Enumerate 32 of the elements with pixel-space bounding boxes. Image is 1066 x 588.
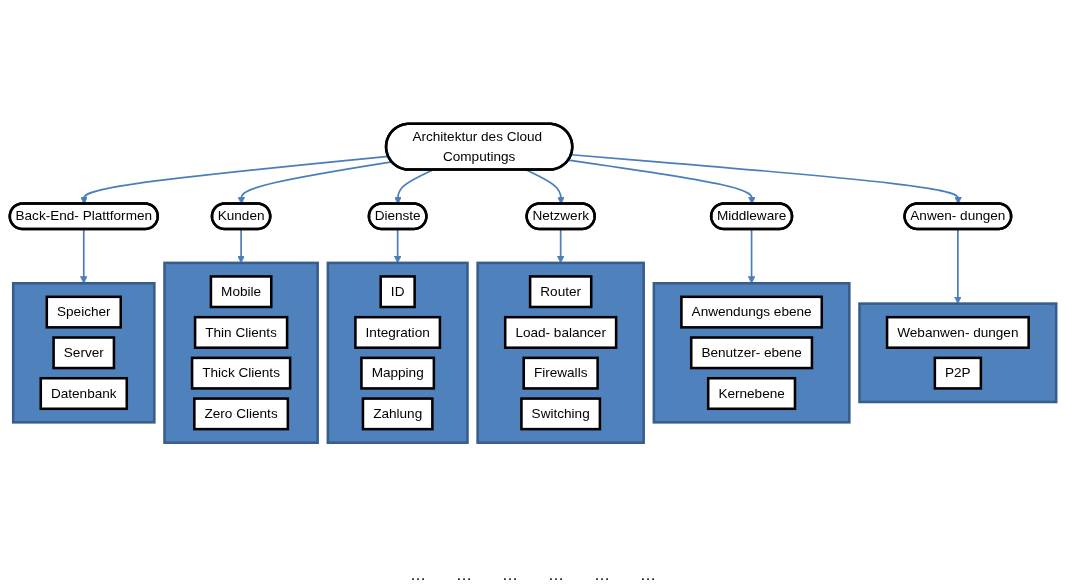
cluster — [652, 281, 851, 424]
node-box: Zahlung — [361, 397, 434, 431]
ellipsis-mark: … — [502, 566, 518, 585]
node-box: Integration — [354, 315, 442, 349]
node-box: Thick Clients — [190, 356, 292, 390]
node-box: Router — [528, 274, 593, 308]
ellipsis-mark: … — [456, 566, 472, 585]
cluster — [163, 261, 319, 444]
node-box: Load- balancer — [503, 315, 618, 349]
node-box: Anwendungs ebene — [680, 295, 823, 329]
node-box: ID — [379, 274, 416, 308]
node-box: Kernebene — [706, 376, 797, 410]
node-box: Zero Clients — [193, 397, 290, 431]
ellipsis-mark: … — [548, 566, 564, 585]
node-box: Server — [52, 336, 116, 370]
ellipsis-mark: … — [640, 566, 656, 585]
node-box: Benutzer- ebene — [689, 336, 814, 370]
node-box: Webanwen- dungen — [885, 315, 1030, 349]
node-box: Speicher — [45, 295, 122, 329]
cluster — [326, 261, 469, 444]
cluster — [476, 261, 645, 444]
cluster — [11, 281, 156, 424]
node-box: Datenbank — [39, 376, 129, 410]
ellipsis-mark: … — [594, 566, 610, 585]
node-box: Firewalls — [522, 356, 599, 390]
node-box: P2P — [933, 356, 983, 390]
node-box: Switching — [520, 397, 602, 431]
node-box: Thin Clients — [193, 315, 289, 349]
cluster — [858, 302, 1058, 403]
node-box: Mobile — [209, 274, 273, 308]
node-box: Mapping — [360, 356, 436, 390]
ellipsis-mark: … — [410, 566, 426, 585]
